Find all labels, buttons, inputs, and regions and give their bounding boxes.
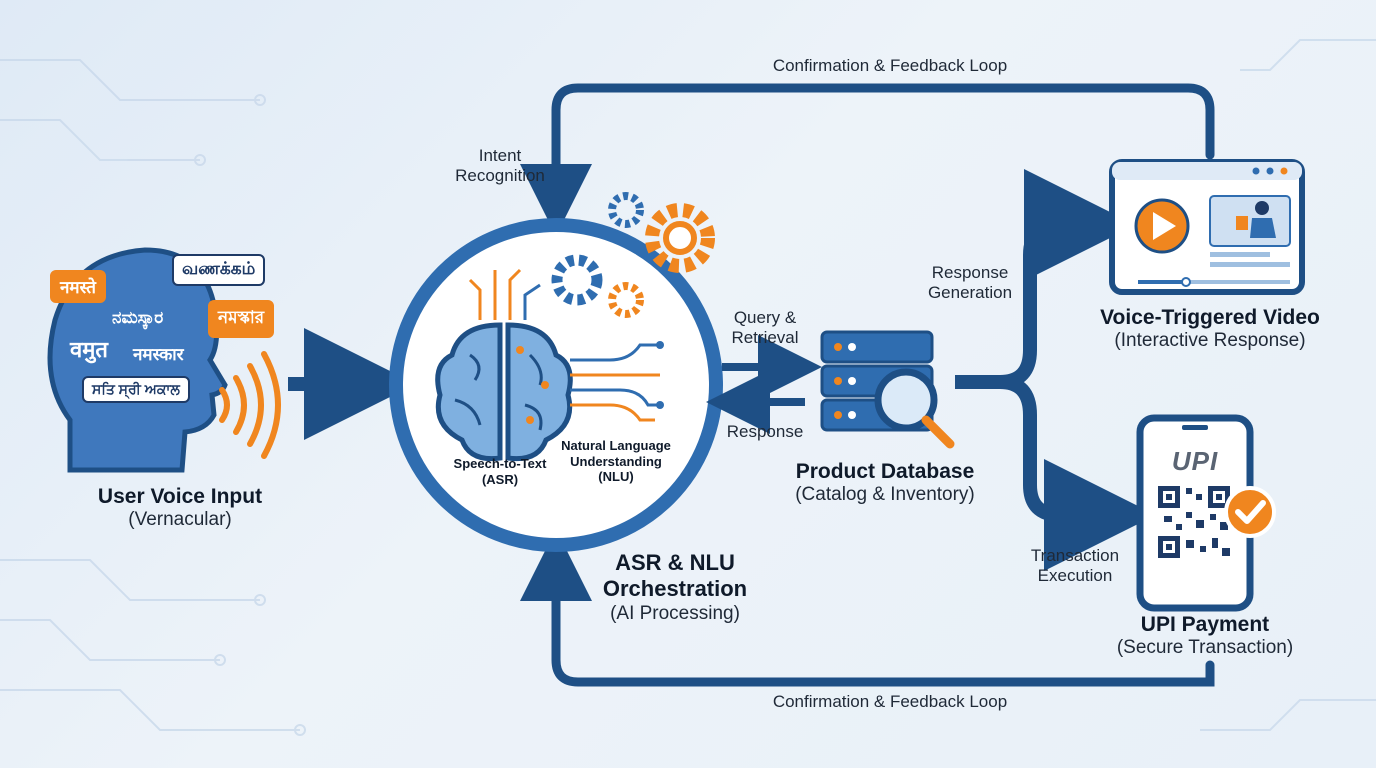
payment-subtitle: (Secure Transaction) (1116, 637, 1294, 658)
feedback-loop-bottom-arrow (520, 529, 1215, 687)
greeting-bubble: নমস্কার (208, 300, 275, 338)
video-subtitle: (Interactive Response) (1114, 330, 1306, 351)
qr-code-icon (1158, 486, 1230, 558)
greeting-bubble: ਸਤਿ ਸ੍ਰੀ ਅਕਾਲ (82, 376, 190, 403)
database-icon (820, 330, 955, 449)
user-input-subtitle: (Vernacular) (128, 509, 232, 530)
response-generation-label: Response Generation (927, 263, 1013, 303)
orchestration-title: ASR & NLU Orchestration (602, 550, 748, 602)
gears-icon (551, 192, 715, 318)
greeting-bubble: வணக்கம் (172, 254, 266, 286)
user-input-title: User Voice Input (97, 485, 263, 508)
video-window-icon (1109, 159, 1305, 295)
intent-recognition-label: Intent Recognition (455, 146, 545, 186)
database-subtitle: (Catalog & Inventory) (795, 484, 975, 505)
greeting-bubble: ನಮಸ್ಕಾರ (112, 308, 164, 327)
query-retrieval-label: Query & Retrieval (731, 308, 799, 348)
database-title: Product Database (795, 460, 975, 483)
sound-waves-icon (219, 351, 281, 459)
response-label: Response (726, 422, 804, 441)
video-title: Voice-Triggered Video (1100, 306, 1320, 329)
upi-logo: UPI (1171, 446, 1219, 476)
orchestration-subtitle: (AI Processing) (610, 603, 740, 624)
brain-icon (435, 268, 573, 462)
feedback-loop-top-arrow (520, 83, 1215, 236)
feedback-loop-top-label: Confirmation & Feedback Loop (772, 56, 1008, 75)
branch-arrows (955, 169, 1156, 571)
payment-title: UPI Payment (1140, 613, 1270, 636)
upi-phone-icon (1136, 414, 1276, 612)
nlu-label: Natural Language Understanding (NLU) (561, 438, 671, 485)
transaction-execution-label: Transaction Execution (1030, 546, 1120, 586)
greeting-bubble: नमस्ते (50, 270, 106, 303)
feedback-loop-bottom-label: Confirmation & Feedback Loop (772, 692, 1008, 711)
asr-label: Speech-to-Text (ASR) (453, 456, 547, 487)
greeting-bubble: नमस्कार (133, 345, 184, 364)
greeting-bubble: वमुत (70, 337, 108, 362)
nlu-signal-lines (570, 341, 664, 422)
background-circuit-lines (0, 39, 1376, 736)
